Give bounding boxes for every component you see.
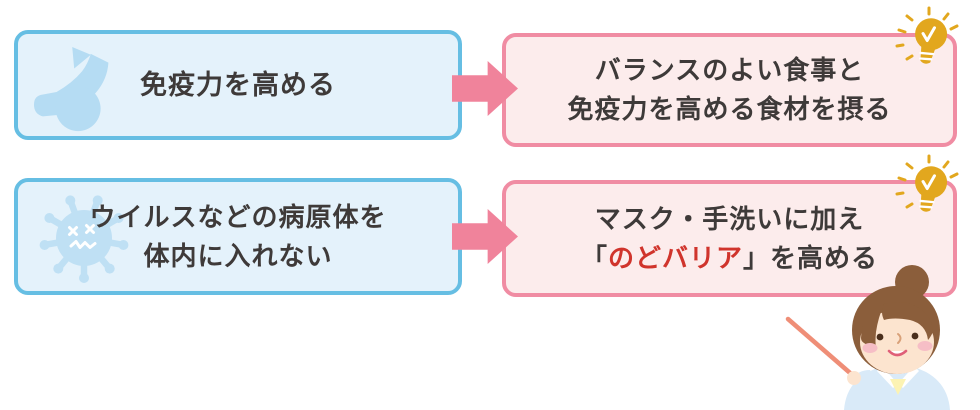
highlight-nodo-barrier: のどバリア (607, 242, 743, 273)
hand (847, 371, 861, 385)
cause-1-text: 免疫力を高める (140, 69, 336, 100)
effect-box-throat-barrier: マスク・手洗いに加え 「のどバリア」を高める (502, 180, 957, 297)
mouth (887, 349, 908, 357)
nose (897, 333, 902, 344)
lightbulb-icon (895, 6, 959, 64)
cause-2-line1: ウイルスなどの病原体を (89, 201, 387, 232)
face (860, 310, 934, 374)
eye-right (911, 332, 919, 340)
undershirt (890, 379, 906, 395)
effect-2-line2: 「のどバリア」を高める (581, 239, 878, 278)
effect-1-line1: バランスのよい食事と (594, 55, 865, 85)
bracket-close-and-text: 」を高める (743, 242, 879, 273)
pointer-stick (785, 316, 860, 382)
hair-fringe-right (882, 302, 933, 340)
effect-2-line1: マスク・手洗いに加え (594, 203, 865, 234)
cheek-left (862, 343, 878, 353)
lightbulb-icon (895, 154, 959, 212)
effect-box-diet: バランスのよい食事と 免疫力を高める食材を摂る (502, 33, 957, 147)
cheek-right (917, 341, 933, 351)
hair-fringe-left (861, 304, 884, 348)
effect-1-line2: 免疫力を高める食材を摂る (567, 94, 892, 124)
bracket-open: 「 (580, 242, 608, 273)
cause-2-line2: 体内に入れない (143, 240, 333, 271)
cause-box-immunity: 免疫力を高める (14, 30, 462, 140)
eye-left (876, 333, 884, 341)
cause-box-virus: ウイルスなどの病原体を 体内に入れない (14, 178, 462, 295)
teacher-pointing-character (785, 265, 950, 410)
muscle-arm-icon (33, 46, 109, 132)
